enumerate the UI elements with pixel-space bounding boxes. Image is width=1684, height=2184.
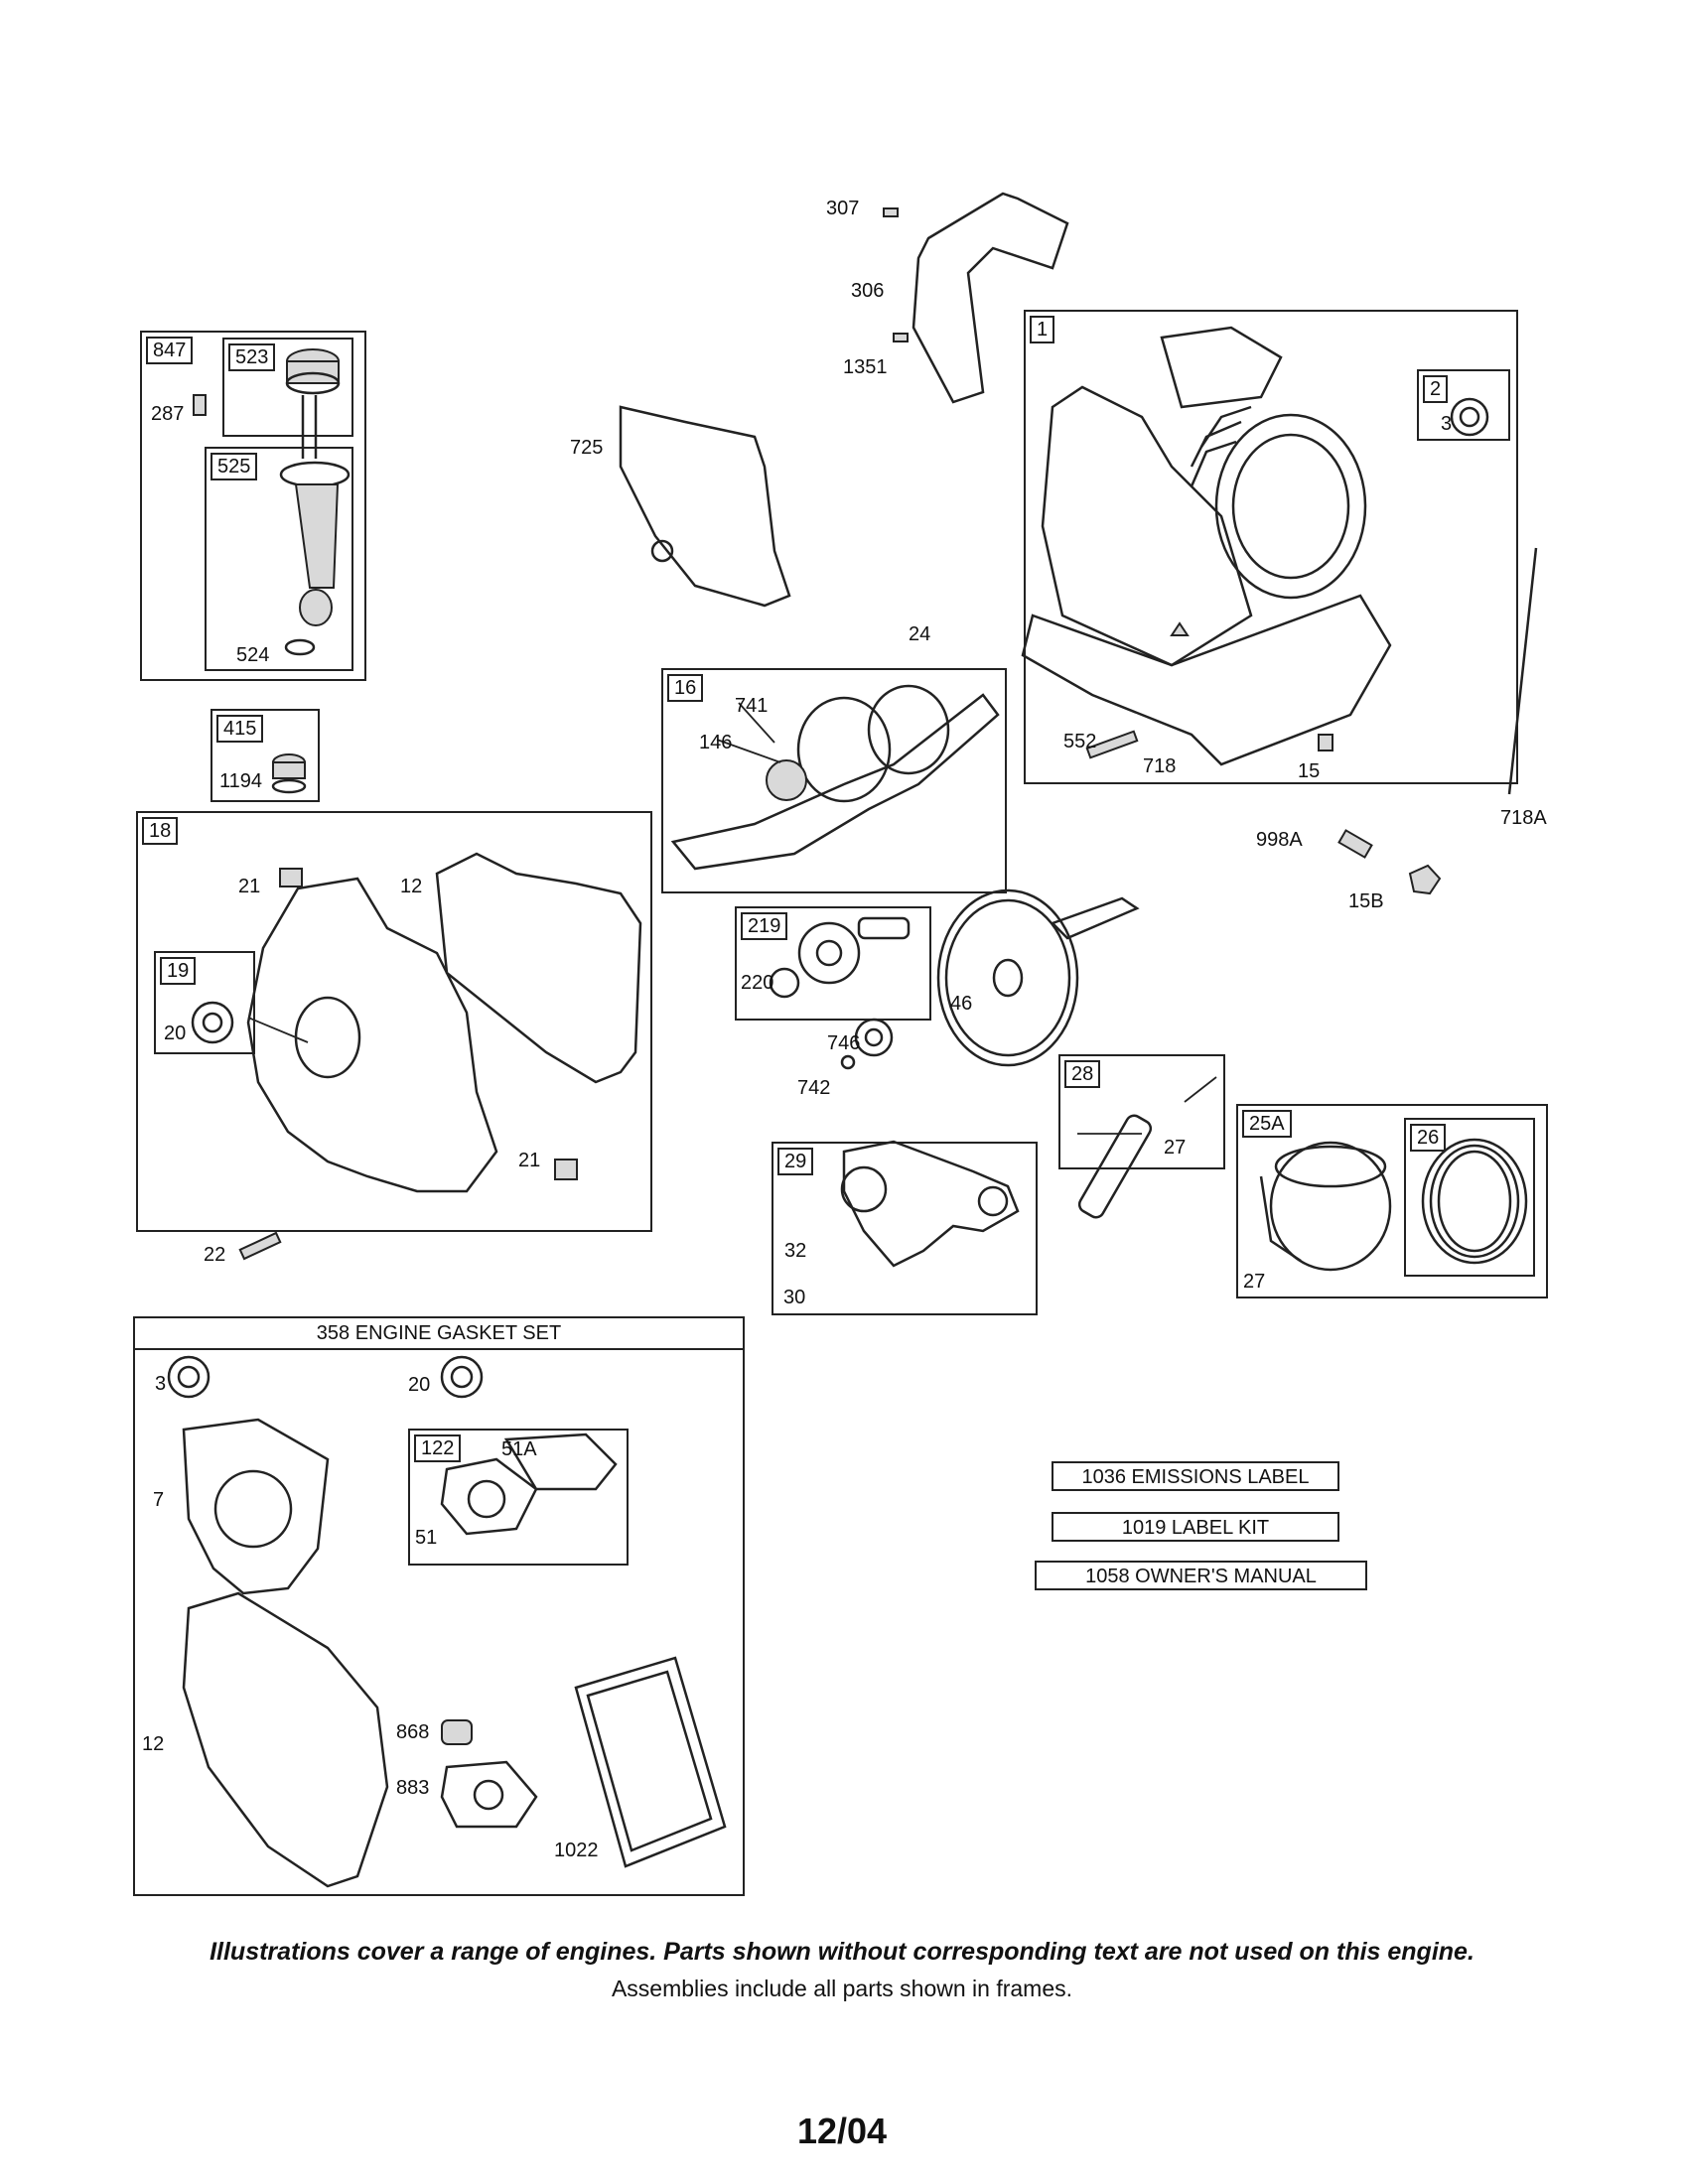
air-guide-art xyxy=(619,192,1069,608)
piston-pin-art xyxy=(1077,1114,1153,1219)
callout-7: 7 xyxy=(153,1489,165,1511)
frame-label-25A: 25A xyxy=(1242,1110,1292,1138)
frame-label-122: 122 xyxy=(414,1434,462,1462)
crankshaft-art xyxy=(670,684,1000,871)
gasket-set-art xyxy=(167,1355,727,1888)
frame-label-1: 1 xyxy=(1030,316,1055,343)
frame-label-26: 26 xyxy=(1410,1124,1447,1152)
owners-manual-box: 1058 OWNER'S MANUAL xyxy=(1035,1561,1367,1590)
frame-label-523: 523 xyxy=(228,343,276,371)
leader-lines xyxy=(247,702,1217,1135)
callout-746: 746 xyxy=(827,1032,861,1054)
label-kit-box: 1019 LABEL KIT xyxy=(1052,1512,1339,1542)
gasket-set-title: 358 ENGINE GASKET SET xyxy=(135,1318,743,1350)
callout-20b: 20 xyxy=(408,1374,431,1396)
callout-552: 552 xyxy=(1063,731,1097,752)
frame-label-16: 16 xyxy=(667,674,704,702)
callout-1351: 1351 xyxy=(843,356,888,378)
footer-date: 12/04 xyxy=(796,2111,888,2151)
callout-718A: 718A xyxy=(1500,807,1547,829)
drain-plug-art xyxy=(271,753,307,794)
callout-20a: 20 xyxy=(164,1023,187,1044)
gear-assembly-art xyxy=(769,916,911,999)
callout-220: 220 xyxy=(741,972,774,994)
callout-883: 883 xyxy=(396,1777,430,1799)
frame-gasket-set: 358 ENGINE GASKET SET xyxy=(133,1316,745,1896)
callout-1022: 1022 xyxy=(554,1840,599,1861)
frame-28: 28 xyxy=(1058,1054,1225,1169)
callout-3b: 3 xyxy=(155,1373,167,1395)
frame-label-847: 847 xyxy=(146,337,194,364)
callout-287: 287 xyxy=(151,403,185,425)
frame-25A: 25A xyxy=(1236,1104,1548,1298)
cylinder-block-art xyxy=(1021,326,1489,766)
callout-12a: 12 xyxy=(400,876,423,897)
callout-998A: 998A xyxy=(1256,829,1303,851)
callout-146: 146 xyxy=(699,732,733,753)
footer-subnote: Assemblies include all parts shown in fr… xyxy=(611,1976,1073,2001)
stud-718a-art xyxy=(1507,547,1538,795)
callout-15: 15 xyxy=(1298,760,1321,782)
callout-725: 725 xyxy=(570,437,604,459)
connecting-rod-art xyxy=(840,1140,1020,1268)
callout-24: 24 xyxy=(909,623,931,645)
frame-18: 18 xyxy=(136,811,652,1232)
callout-306: 306 xyxy=(851,280,885,302)
frame-1: 1 xyxy=(1024,310,1518,784)
callout-27b: 27 xyxy=(1243,1271,1266,1293)
piston-rings-art xyxy=(1421,1138,1528,1265)
frame-29: 29 xyxy=(772,1142,1038,1315)
callout-868: 868 xyxy=(396,1721,430,1743)
callout-307: 307 xyxy=(826,198,860,219)
callout-15B: 15B xyxy=(1348,890,1384,912)
callout-3a: 3 xyxy=(1441,413,1453,435)
emissions-label-box: 1036 EMISSIONS LABEL xyxy=(1052,1461,1339,1491)
callout-51: 51 xyxy=(415,1527,438,1549)
frame-219: 219 xyxy=(735,906,931,1021)
frame-122: 122 xyxy=(408,1429,629,1566)
frame-label-28: 28 xyxy=(1064,1060,1101,1088)
frame-2: 2 xyxy=(1417,369,1510,441)
callout-524: 524 xyxy=(236,644,270,666)
hardware-art xyxy=(1170,621,1442,895)
callout-21a: 21 xyxy=(238,876,261,897)
callout-32: 32 xyxy=(784,1240,807,1262)
frame-label-525: 525 xyxy=(210,453,258,480)
frame-label-2: 2 xyxy=(1423,375,1449,403)
callout-27a: 27 xyxy=(1164,1137,1187,1159)
footer-note: Illustrations cover a range of engines. … xyxy=(210,1938,1474,1966)
piston-art xyxy=(1259,1141,1392,1272)
crankcase-cover-art xyxy=(191,852,642,1261)
callout-742: 742 xyxy=(797,1077,831,1099)
callout-21b: 21 xyxy=(518,1150,541,1171)
callout-12b: 12 xyxy=(142,1733,165,1755)
callout-22: 22 xyxy=(204,1244,226,1266)
frame-label-29: 29 xyxy=(777,1148,814,1175)
callout-718: 718 xyxy=(1143,755,1177,777)
callout-30: 30 xyxy=(783,1287,806,1308)
dipstick-tube-art xyxy=(193,394,351,656)
oil-fill-cap-art xyxy=(285,348,341,459)
frame-525: 525 xyxy=(205,447,353,671)
frame-label-219: 219 xyxy=(741,912,788,940)
callout-741: 741 xyxy=(735,695,769,717)
callout-51A: 51A xyxy=(501,1438,537,1460)
frame-16: 16 xyxy=(661,668,1007,893)
frame-label-415: 415 xyxy=(216,715,264,743)
callout-1194: 1194 xyxy=(219,770,263,792)
frame-label-19: 19 xyxy=(160,957,197,985)
frame-label-18: 18 xyxy=(142,817,179,845)
frame-415: 415 xyxy=(210,709,320,802)
frame-26: 26 xyxy=(1404,1118,1535,1277)
frame-523: 523 xyxy=(222,338,353,437)
frame-847: 847 xyxy=(140,331,366,681)
frame-19: 19 xyxy=(154,951,255,1054)
callout-46: 46 xyxy=(950,993,973,1015)
